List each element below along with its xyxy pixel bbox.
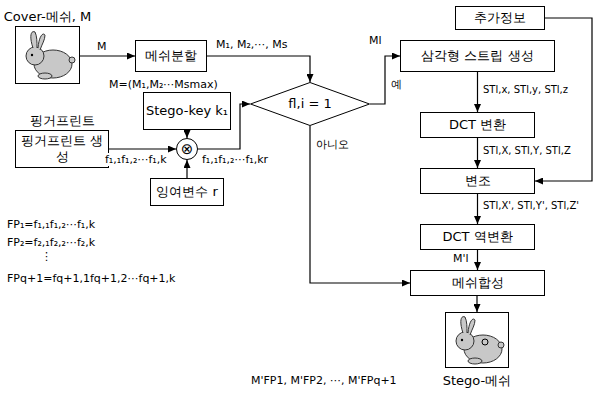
node-label: Stego-key k₁ <box>146 103 228 119</box>
variable-box: 잉여변수 r <box>150 178 224 206</box>
node-label: 메쉬합성 <box>452 275 504 291</box>
edge-label: STl,X, STl,Y, STl,Z <box>482 145 572 157</box>
node-text: DCT 변환 <box>449 117 506 133</box>
edge-label: M₁, M₂,⋯, Ms <box>215 38 289 51</box>
node-label: DCT 변환 <box>449 117 506 133</box>
xor-symbol: ⊗ <box>176 138 198 160</box>
edge-label: 예 <box>390 78 403 91</box>
annotation-label: FP₂=f₂,₁f₂,₂⋯f₂,k <box>6 236 96 249</box>
node-text: 메쉬합성 <box>452 275 504 291</box>
flow-arrow <box>109 148 176 149</box>
info-box: 추가정보 <box>455 6 545 30</box>
edge-label: STl,x, STl,y, STl,z <box>482 84 569 96</box>
edge-label: f₁,₁f₁,₂⋯f₁,kr <box>201 153 269 166</box>
process-box: 메쉬합성 <box>410 270 545 296</box>
edge-label: f₁,₁f₁,₂⋯f₁,k <box>104 153 168 166</box>
node-text: 변조 <box>465 173 491 189</box>
node-text: ⊗ <box>181 140 194 158</box>
edge-label: STl,X', STl,Y', STl,Z' <box>482 200 580 212</box>
annotation-label: M'FP1, M'FP2, ⋯, M'FPq+1 <box>250 374 398 387</box>
node-label: 메쉬분할 <box>145 48 197 64</box>
node-label: 삼각형 스트립 생성 <box>421 48 533 64</box>
node-text: 잉여변수 r <box>156 184 217 200</box>
annotation-label: FPq+1=fq+1,1fq+1,2⋯fq+1,k <box>6 272 176 285</box>
node-heading: 핑거프린트 <box>30 112 95 130</box>
edge-label: M <box>96 40 108 53</box>
node-text: fl,i = 1 <box>288 96 331 112</box>
flow-arrow <box>477 250 478 270</box>
node-text: Stego-key k₁ <box>146 103 228 119</box>
flow-arrow <box>186 130 187 138</box>
mesh-image: Stego-메쉬 <box>445 312 509 368</box>
flow-arrow <box>186 160 187 178</box>
annotation-label: FP₁=f₁,₁f₁,₂⋯f₁,k <box>6 218 96 231</box>
annotation-label: M=(M₁,M₂⋯Msmax) <box>108 78 219 91</box>
process-box: 메쉬분할 <box>135 40 207 72</box>
flow-arrow <box>477 72 478 112</box>
node-heading: Stego-메쉬 <box>443 372 512 390</box>
node-text: 메쉬분할 <box>145 48 197 64</box>
edge-label: 아니오 <box>315 138 350 151</box>
process-box: DCT 변환 <box>420 112 535 138</box>
annotation-label: ⋮ <box>40 250 53 263</box>
key-box: Stego-key k₁ <box>143 92 231 130</box>
flow-arrow <box>476 296 477 312</box>
node-text: 추가정보 <box>474 10 526 26</box>
node-heading: Cover-메쉬, M <box>4 8 91 26</box>
node-label: 핑거프린트 생성 <box>16 133 108 164</box>
edge-label: M'l <box>452 252 470 265</box>
process-box: 변조 <box>420 168 535 194</box>
flow-arrow <box>477 194 478 224</box>
node-label: 추가정보 <box>474 10 526 26</box>
annotation-label: Ml <box>368 34 383 47</box>
flow-arrow <box>310 126 410 283</box>
decision-diamond: fl,i = 1 <box>250 82 370 126</box>
node-label: fl,i = 1 <box>288 96 331 112</box>
node-label: 잉여변수 r <box>156 184 217 200</box>
node-label: DCT 역변환 <box>442 229 512 245</box>
process-box: 핑거프린트핑거프린트 생성 <box>15 130 109 168</box>
process-box: DCT 역변환 <box>420 224 535 250</box>
node-label: 변조 <box>465 173 491 189</box>
flow-arrow <box>207 56 310 82</box>
node-text: 삼각형 스트립 생성 <box>421 48 533 64</box>
flow-arrow <box>80 55 135 56</box>
process-box: 삼각형 스트립 생성 <box>400 40 555 72</box>
mesh-image: Cover-메쉬, M <box>15 26 80 84</box>
bunny-illustration <box>445 312 509 368</box>
node-text: 핑거프린트 생성 <box>16 133 108 164</box>
bunny-illustration <box>15 26 80 84</box>
flow-arrow <box>477 138 478 168</box>
node-label: ⊗ <box>181 140 194 158</box>
node-text: DCT 역변환 <box>442 229 512 245</box>
